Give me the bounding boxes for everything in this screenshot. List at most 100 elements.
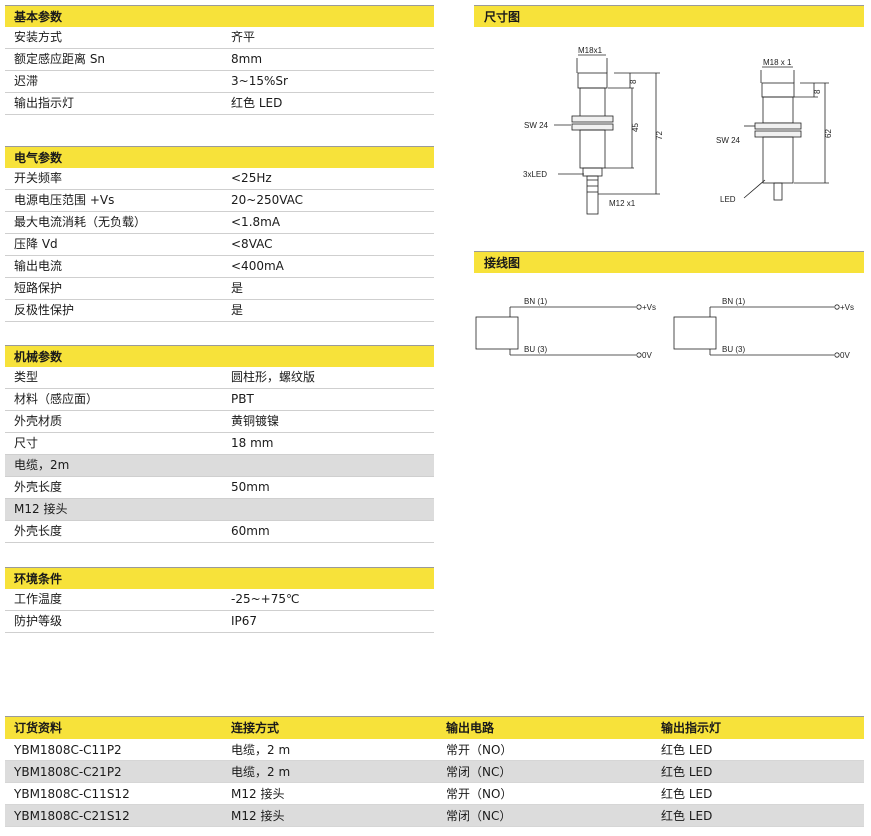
table-row: YBM1808C-C21S12 M12 接头 常闭（NC） 红色 LED <box>5 805 864 827</box>
order-col-header: 输出电路 <box>446 721 495 735</box>
param-label: 尺寸 <box>14 436 39 450</box>
param-row: 短路保护 是 <box>5 278 434 300</box>
dim-right-led: LED <box>720 195 736 204</box>
param-label: M12 接头 <box>14 502 68 516</box>
param-label: 压降 Vd <box>14 237 58 251</box>
section-title: 机械参数 <box>5 345 434 367</box>
basic-params-section: 基本参数 安装方式 齐平额定感应距离 Sn 8mm 迟滞 3~15%Sr 输出指示灯 红色 … <box>5 5 434 115</box>
order-code: YBM1808C-C11P2 <box>14 743 122 757</box>
wire-0v-label: 0V <box>840 351 850 360</box>
param-value: -25~+75℃ <box>231 592 300 606</box>
param-value: 18 mm <box>231 436 274 450</box>
dim-left-top-thread: M18x1 <box>578 46 603 55</box>
section-title: 电气参数 <box>5 146 434 168</box>
param-row: 安装方式 齐平 <box>5 27 434 49</box>
param-value: 齐平 <box>231 30 256 44</box>
param-label: 工作温度 <box>14 592 63 606</box>
output-circuit: 常闭（NC） <box>446 809 512 823</box>
dim-right-8: 8 <box>813 89 822 94</box>
param-label: 最大电流消耗（无负载） <box>14 215 147 229</box>
param-label: 类型 <box>14 370 39 384</box>
param-value: PBT <box>231 392 254 406</box>
param-row: 工作温度 -25~+75℃ <box>5 589 434 611</box>
dimension-drawing: M18x1 8 45 72 SW 24 3xLED M12 x1 M18 x 1… <box>523 46 833 215</box>
param-label: 迟滞 <box>14 74 39 88</box>
table-row: YBM1808C-C21P2 电缆，2 m 常闭（NC） 红色 LED <box>5 761 864 783</box>
param-value: 50mm <box>231 480 270 494</box>
param-label: 短路保护 <box>14 281 63 295</box>
param-row: 最大电流消耗（无负载） <1.8mA <box>5 212 434 234</box>
param-value: 红色 LED <box>231 96 283 110</box>
param-value: 3~15%Sr <box>231 74 288 88</box>
param-value: 60mm <box>231 524 270 538</box>
param-label: 额定感应距离 Sn <box>14 52 106 66</box>
dim-left-led: 3xLED <box>523 170 547 179</box>
section-title: 基本参数 <box>5 5 434 27</box>
wire-bu-label: BU (3) <box>524 345 547 354</box>
param-value: 8mm <box>231 52 263 66</box>
param-row: 防护等级 IP67 <box>5 611 434 633</box>
param-row: 额定感应距离 Sn 8mm <box>5 49 434 71</box>
dim-left-sw: SW 24 <box>524 121 549 130</box>
order-col-header: 输出指示灯 <box>661 721 722 735</box>
dim-right-62: 62 <box>824 129 833 138</box>
param-label: 输出电流 <box>14 259 63 273</box>
param-row: 输出指示灯 红色 LED <box>5 93 434 115</box>
section-title: 环境条件 <box>5 567 434 589</box>
dim-left-bottom-thread: M12 x1 <box>609 199 636 208</box>
order-code: YBM1808C-C21S12 <box>14 809 130 823</box>
output-circuit: 常闭（NC） <box>446 765 512 779</box>
order-code: YBM1808C-C21P2 <box>14 765 122 779</box>
param-label: 电源电压范围 +Vs <box>14 193 115 207</box>
param-row: 尺寸 18 mm <box>5 433 434 455</box>
dim-right-top-thread: M18 x 1 <box>763 58 792 67</box>
param-value: <1.8mA <box>231 215 281 229</box>
param-subheader-row: 电缆，2m <box>5 455 434 477</box>
connection-type: 电缆，2 m <box>231 765 291 779</box>
param-value: <400mA <box>231 259 284 273</box>
param-row: 反极性保护 是 <box>5 300 434 322</box>
mechanical-params-section: 机械参数 类型 圆柱形，螺纹版材料（感应面） PBT 外壳材质黄铜镀镍尺寸 18 mm 电… <box>5 345 434 543</box>
param-row: 外壳长度 50mm <box>5 477 434 499</box>
wiring-title: 接线图 <box>474 251 864 273</box>
output-circuit: 常开（NO） <box>446 787 513 801</box>
param-row: 外壳长度 60mm <box>5 521 434 543</box>
output-indicator: 红色 LED <box>661 743 713 757</box>
param-value: 20~250VAC <box>231 193 304 207</box>
dim-left-45: 45 <box>631 123 640 132</box>
wire-bn-label: BN (1) <box>722 297 745 306</box>
param-label: 安装方式 <box>14 30 63 44</box>
order-header: 订货资料 连接方式 输出电路 输出指示灯 <box>5 716 864 739</box>
connection-type: M12 接头 <box>231 809 285 823</box>
param-value: IP67 <box>231 614 258 628</box>
wire-0v-label: 0V <box>642 351 652 360</box>
param-row: 输出电流 <400mA <box>5 256 434 278</box>
dimensions-title: 尺寸图 <box>474 5 864 27</box>
param-label: 外壳长度 <box>14 480 63 494</box>
param-label: 防护等级 <box>14 614 63 628</box>
output-circuit: 常开（NO） <box>446 743 513 757</box>
dim-left-8: 8 <box>629 79 638 84</box>
param-label: 材料（感应面） <box>14 392 99 406</box>
param-label: 电缆，2m <box>14 458 70 472</box>
param-label: 反极性保护 <box>14 303 75 317</box>
param-value: 是 <box>231 303 244 317</box>
param-value: <25Hz <box>231 171 272 185</box>
param-value: 圆柱形，螺纹版 <box>231 370 316 384</box>
order-col-header: 连接方式 <box>231 721 280 735</box>
param-value: <8VAC <box>231 237 273 251</box>
param-row: 材料（感应面） PBT <box>5 389 434 411</box>
param-row: 外壳材质黄铜镀镍 <box>5 411 434 433</box>
param-label: 输出指示灯 <box>14 96 75 110</box>
wire-vs-label: +Vs <box>840 303 854 312</box>
wire-bu-label: BU (3) <box>722 345 745 354</box>
param-row: 类型 圆柱形，螺纹版 <box>5 367 434 389</box>
param-value: 是 <box>231 281 244 295</box>
param-label: 外壳长度 <box>14 524 63 538</box>
param-row: 压降 Vd <8VAC <box>5 234 434 256</box>
param-label: 外壳材质 <box>14 414 63 428</box>
output-indicator: 红色 LED <box>661 765 713 779</box>
table-row: YBM1808C-C11P2 电缆，2 m 常开（NO） 红色 LED <box>5 739 864 761</box>
table-row: YBM1808C-C11S12 M12 接头 常开（NO） 红色 LED <box>5 783 864 805</box>
